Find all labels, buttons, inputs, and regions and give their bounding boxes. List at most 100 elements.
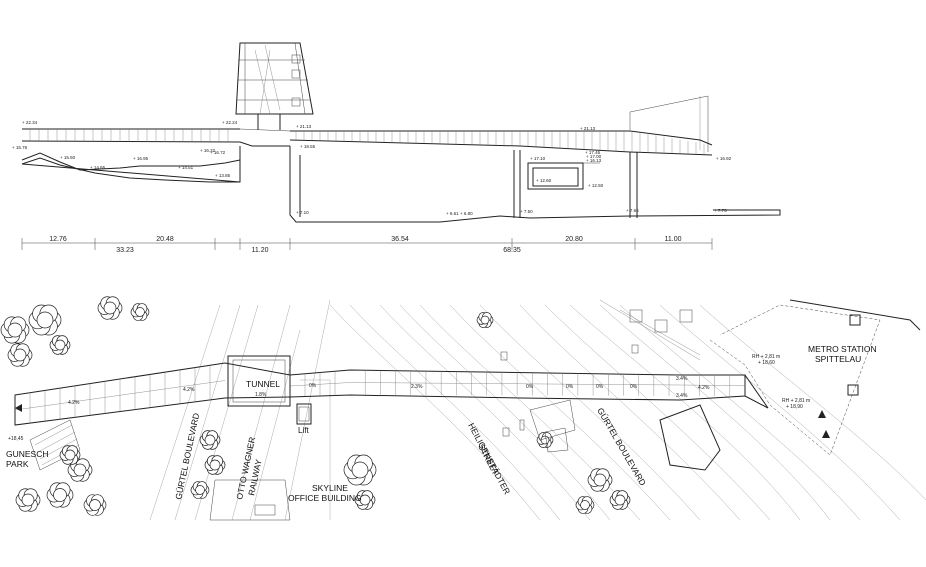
section-level-label: + 17.46 bbox=[585, 150, 601, 155]
section-level-label: + 16.13 bbox=[586, 158, 602, 163]
start-arrow bbox=[15, 404, 22, 412]
tree-icon bbox=[7, 343, 33, 367]
section-level-label: + 16.32 bbox=[200, 148, 216, 153]
section-level-label: + 12.50 bbox=[588, 183, 604, 188]
section-level-label: + 21.13 bbox=[296, 124, 312, 129]
tree-icon bbox=[83, 494, 107, 516]
dim-20-80: 20.80 bbox=[565, 236, 583, 243]
plan-slope-label: 3.4% bbox=[676, 376, 688, 382]
plan-slope-label: 2.3% bbox=[411, 384, 423, 390]
section-level-label: + 16.92 bbox=[716, 156, 732, 161]
label-metro-level-3: RH + 2,81 m bbox=[782, 398, 810, 404]
section-level-label: + 14.65 bbox=[90, 165, 106, 170]
label-park-1: GUNESCH bbox=[6, 449, 49, 459]
section-level-label: + 14.51 bbox=[178, 165, 194, 170]
label-tunnel: TUNNEL bbox=[246, 379, 280, 389]
label-tunnel-slope: 1.8% bbox=[255, 392, 267, 398]
label-metro-level-1: RH + 2,81 m bbox=[752, 354, 780, 360]
plan-slope-label: 4.2% bbox=[183, 387, 195, 393]
plan-slope-label: 3.4% bbox=[676, 393, 688, 399]
dim-20-48: 20.48 bbox=[156, 236, 174, 243]
tree-icon bbox=[49, 335, 71, 355]
label-metro-1: METRO STATION bbox=[808, 344, 877, 354]
dim-11-00: 11.00 bbox=[665, 236, 682, 243]
section-level-label: + 16.95 bbox=[133, 156, 149, 161]
tree-icon bbox=[46, 482, 74, 508]
section-level-label: + 7.75 bbox=[714, 208, 727, 213]
section-level-label: + 17.00 bbox=[586, 154, 602, 159]
section-dimensions: 12.76 20.48 36.54 20.80 11.00 33.23 11.2… bbox=[21, 236, 713, 254]
tree-icon bbox=[199, 430, 221, 450]
section-level-label: + 15.50 bbox=[60, 155, 76, 160]
tree-icon bbox=[575, 496, 595, 514]
section-level-label: + 22.24 bbox=[222, 120, 238, 125]
section-level-label: + 12.60 bbox=[536, 178, 552, 183]
plan-trees bbox=[0, 296, 631, 516]
tree-icon bbox=[354, 490, 376, 510]
tree-icon bbox=[15, 488, 41, 512]
section-levels: + 22.34 + 22.24 + 21.13 + 21.13 + 15.76 + 15.… bbox=[12, 120, 732, 216]
section-level-label: + 21.13 bbox=[580, 126, 596, 131]
section-level-label: + 6.61 bbox=[446, 211, 459, 216]
plan-slope-label: 0% bbox=[630, 384, 638, 390]
metro-station bbox=[599, 299, 921, 456]
plan-slope-label: 0% bbox=[309, 383, 317, 389]
section-level-label: + 17.10 bbox=[530, 156, 546, 161]
dim-36-54: 36.54 bbox=[391, 236, 409, 243]
skyline-office-building bbox=[209, 479, 291, 521]
plan-drawing: 4.2% 4.2% 0% 2.3% 0% 0% 0% 0% 3.4% 4.2% 3.4% TUNNE… bbox=[0, 296, 926, 521]
dim-12-76: 12.76 bbox=[49, 236, 67, 243]
section-level-label: + 15.76 bbox=[12, 145, 28, 150]
tree-icon bbox=[476, 312, 494, 328]
label-metro-2: SPITTELAU bbox=[815, 354, 861, 364]
section-level-label: + 16.72 bbox=[210, 150, 226, 155]
label-office-1: SKYLINE bbox=[312, 483, 348, 493]
section-level-label: + 18.55 bbox=[300, 144, 316, 149]
label-metro-level-2: + 18,60 bbox=[758, 360, 775, 366]
tree-icon bbox=[536, 432, 554, 448]
section-level-label: + 7.65 bbox=[626, 208, 639, 213]
tree-icon bbox=[609, 490, 631, 510]
tree-icon bbox=[0, 316, 30, 344]
section-level-label: + 6.80 bbox=[460, 211, 473, 216]
tree-icon bbox=[59, 445, 81, 465]
section-level-label: + 7.50 bbox=[520, 209, 533, 214]
section-tower bbox=[235, 42, 314, 130]
plan-slope-label: 0% bbox=[566, 384, 574, 390]
tree-icon bbox=[190, 481, 210, 499]
label-park-2: PARK bbox=[6, 459, 29, 469]
tree-icon bbox=[97, 296, 123, 320]
section-level-label: + 13.85 bbox=[215, 173, 231, 178]
plan-slope-label: 4.2% bbox=[68, 400, 80, 406]
section-drawing: + 22.34 + 22.24 + 21.13 + 21.13 + 15.76 + 15.… bbox=[12, 42, 781, 254]
plan-streets bbox=[149, 299, 926, 521]
section-ground-left bbox=[21, 152, 241, 183]
dim-68-35: 68.35 bbox=[503, 247, 521, 254]
tree-icon bbox=[28, 304, 62, 336]
tree-icon bbox=[204, 455, 226, 475]
section-level-label: + 7.10 bbox=[296, 210, 309, 215]
tree-icon bbox=[130, 303, 150, 321]
label-lift: Lift bbox=[298, 426, 309, 435]
plan-slopes: 4.2% 4.2% 0% 2.3% 0% 0% 0% 0% 3.4% 4.2% 3.4% bbox=[68, 376, 710, 406]
plan-slope-label: 0% bbox=[526, 384, 534, 390]
building-right bbox=[529, 399, 721, 471]
label-start-level: +18,45 bbox=[8, 436, 24, 442]
tree-icon bbox=[587, 468, 613, 492]
section-building-right bbox=[629, 95, 709, 152]
tree-icon bbox=[67, 458, 93, 482]
plan-slope-label: 0% bbox=[596, 384, 604, 390]
label-street-2: STREET bbox=[476, 442, 501, 476]
tree-icon bbox=[343, 454, 377, 486]
section-bridge-right bbox=[289, 130, 713, 156]
plan-slope-label: 4.2% bbox=[698, 385, 710, 391]
plan-bridge bbox=[14, 355, 769, 426]
label-metro-level-4: + 18,90 bbox=[786, 404, 803, 410]
dim-33-23: 33.23 bbox=[116, 247, 134, 254]
dim-11-20: 11.20 bbox=[252, 247, 269, 254]
section-tunnel bbox=[239, 141, 290, 147]
section-bridge-left bbox=[21, 128, 241, 143]
section-pit bbox=[289, 146, 781, 223]
section-level-label: + 22.34 bbox=[22, 120, 38, 125]
